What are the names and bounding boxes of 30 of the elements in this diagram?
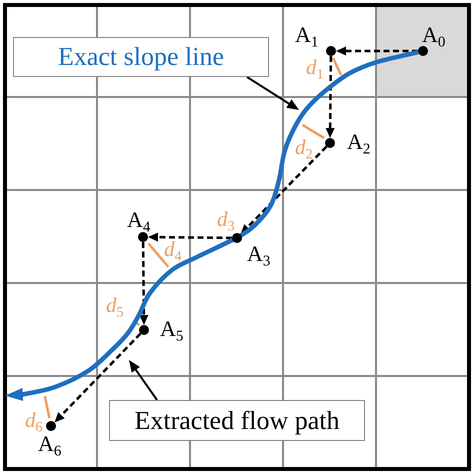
dashed-arrow	[240, 146, 328, 234]
curve-arrow	[8, 50, 419, 402]
distance-label: d$_{3}$	[217, 209, 235, 230]
point-dot-icon	[46, 421, 56, 431]
point-label: A$_{6}$	[38, 433, 62, 455]
dashed-arrow	[326, 56, 335, 138]
point-dot-icon	[325, 138, 335, 148]
dashed-arrow	[148, 232, 232, 242]
leader-arrow	[130, 360, 158, 401]
point-label: A$_{2}$	[347, 131, 370, 153]
point-label: A$_{5}$	[160, 318, 184, 340]
point-label: A$_{4}$	[127, 209, 150, 231]
dashed-arrow	[336, 46, 418, 56]
callout-box: Exact slope line	[13, 37, 269, 77]
distance-label: d$_{1}$	[306, 57, 324, 78]
distance-label: d$_{5}$	[106, 295, 124, 316]
point-dot-icon	[232, 233, 242, 243]
point-dot-icon	[326, 46, 336, 56]
point-dot-icon	[139, 325, 149, 335]
dashed-arrow	[54, 332, 142, 422]
distance-label: d$_{6}$	[25, 410, 43, 431]
point-label: A$_{1}$	[295, 24, 318, 46]
dashed-arrow	[139, 242, 148, 324]
point-label: A$_{3}$	[247, 243, 270, 265]
point-dot-icon	[138, 232, 148, 242]
callout-box: Extracted flow path	[109, 400, 365, 441]
point-label: A$_{0}$	[422, 24, 446, 46]
distance-label: d$_{4}$	[164, 239, 182, 260]
distance-label: d$_{2}$	[295, 137, 313, 158]
leader-arrow	[246, 76, 298, 110]
